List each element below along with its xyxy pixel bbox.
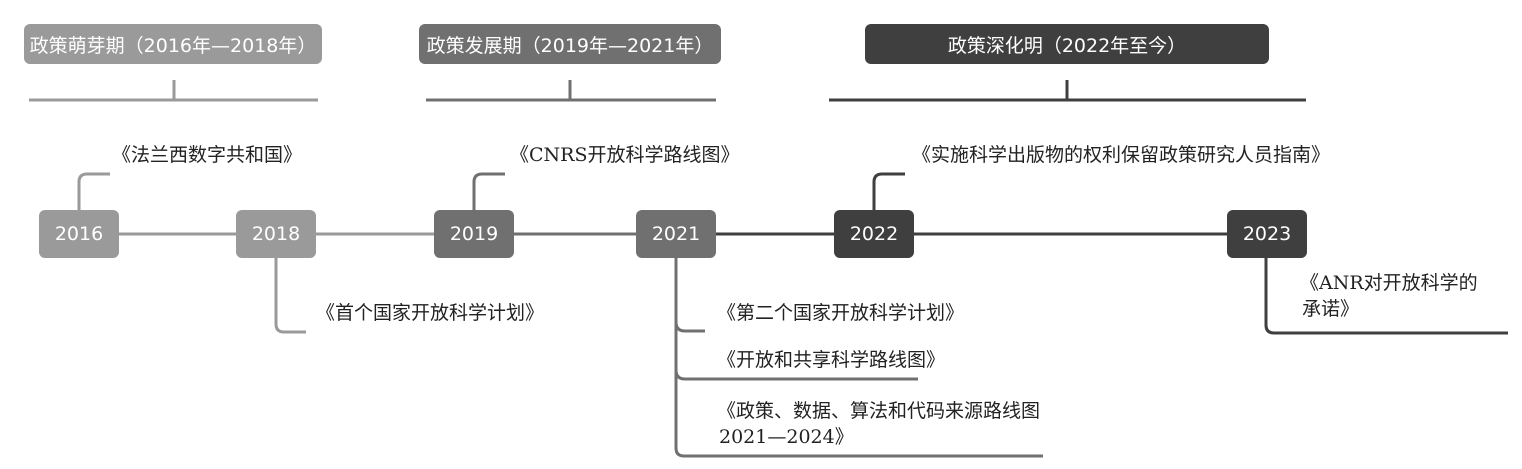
phase-2-label: 政策发展期（2019年—2021年） bbox=[426, 34, 714, 57]
event-text: 《第二个国家开放科学计划》 bbox=[717, 302, 965, 324]
event-text: 《CNRS开放科学路线图》 bbox=[510, 144, 740, 166]
event-text: 《开放和共享科学路线图》 bbox=[717, 349, 946, 371]
year-label-2019: 2019 bbox=[449, 223, 499, 245]
event-text-line-2: 承诺》 bbox=[1302, 298, 1360, 320]
year-node-2021: 2021 bbox=[636, 210, 716, 258]
event-connector-2021-b bbox=[674, 369, 918, 381]
event-2021-plan: 《第二个国家开放科学计划》 bbox=[717, 300, 964, 326]
event-connector-2021-trunk bbox=[674, 258, 1043, 458]
year-node-2018: 2018 bbox=[236, 210, 316, 258]
phase-3-box: 政策深化明（2022年至今） bbox=[865, 24, 1269, 64]
year-label-2021: 2021 bbox=[651, 223, 701, 245]
event-connector-2019 bbox=[472, 172, 505, 210]
event-text: 《法兰西数字共和国》 bbox=[112, 144, 303, 166]
event-connector-2016 bbox=[77, 172, 110, 210]
phase-1-box: 政策萌芽期（2016年—2018年） bbox=[24, 24, 322, 64]
event-connector-2021-a bbox=[674, 321, 705, 333]
event-2022-guide: 《实施科学出版物的权利保留政策研究人员指南》 bbox=[912, 142, 1330, 168]
year-node-2023: 2023 bbox=[1227, 210, 1307, 258]
event-text-line-1: 《政策、数据、算法和代码来源路线图 bbox=[717, 400, 1041, 422]
event-text-line-2: 2021—2024》 bbox=[719, 426, 854, 448]
year-label-2022: 2022 bbox=[849, 223, 899, 245]
event-text: 《实施科学出版物的权利保留政策研究人员指南》 bbox=[912, 144, 1331, 166]
event-2019-cnrs: 《CNRS开放科学路线图》 bbox=[510, 142, 740, 168]
phase-3-label: 政策深化明（2022年至今） bbox=[947, 34, 1187, 57]
event-connector-2023 bbox=[1264, 258, 1508, 335]
event-2018-plan: 《首个国家开放科学计划》 bbox=[316, 300, 544, 326]
year-label-2023: 2023 bbox=[1242, 223, 1292, 245]
phase-2-box: 政策发展期（2019年—2021年） bbox=[419, 24, 721, 64]
year-node-2019: 2019 bbox=[434, 210, 514, 258]
phase-1-label: 政策萌芽期（2016年—2018年） bbox=[29, 34, 317, 57]
year-label-2018: 2018 bbox=[251, 223, 301, 245]
event-connector-2018 bbox=[274, 258, 306, 334]
event-2021-source-roadmap: 《政策、数据、算法和代码来源路线图 2021—2024》 bbox=[717, 398, 1040, 450]
event-text-line-1: 《ANR对开放科学的 bbox=[1300, 272, 1478, 294]
year-label-2016: 2016 bbox=[54, 223, 104, 245]
event-connector-2022 bbox=[872, 172, 905, 210]
event-2021-roadmap: 《开放和共享科学路线图》 bbox=[717, 347, 945, 373]
event-text: 《首个国家开放科学计划》 bbox=[316, 302, 545, 324]
event-2016-law: 《法兰西数字共和国》 bbox=[112, 142, 302, 168]
event-2023-anr: 《ANR对开放科学的 承诺》 bbox=[1300, 270, 1478, 322]
year-node-2016: 2016 bbox=[39, 210, 119, 258]
year-node-2022: 2022 bbox=[834, 210, 914, 258]
